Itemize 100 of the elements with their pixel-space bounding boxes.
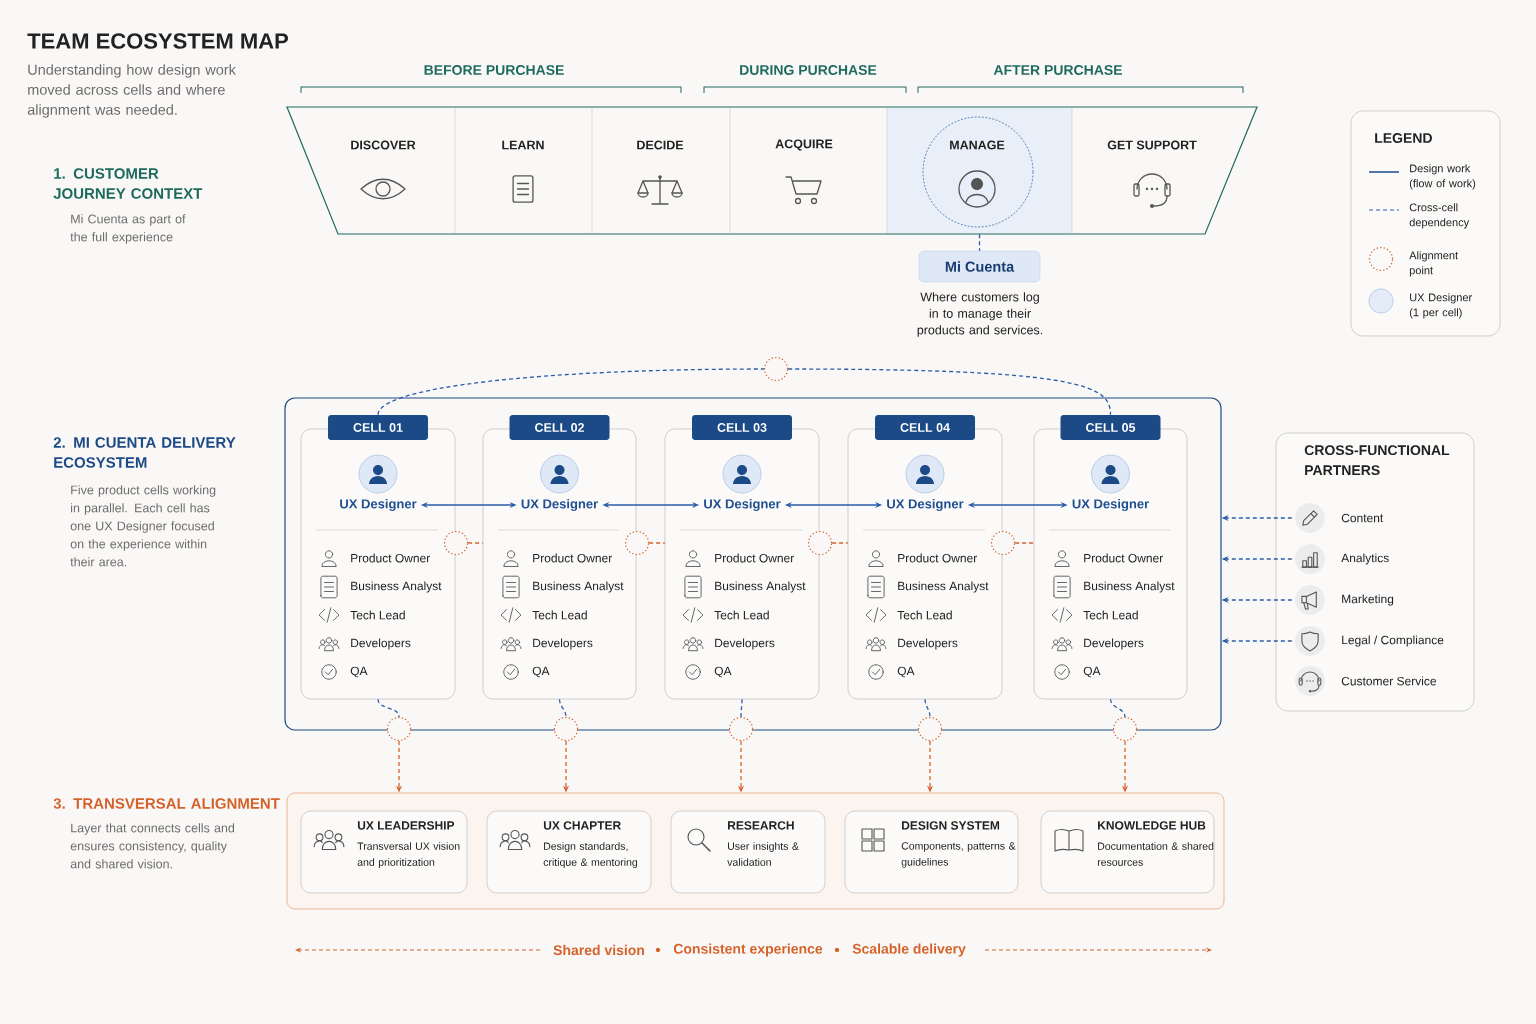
role-label: Product Owner <box>1084 553 1164 563</box>
role-label: Business Analyst <box>351 581 442 593</box>
alignment-point <box>763 356 789 382</box>
role-label: QA <box>1083 666 1101 678</box>
tagline: Scalable delivery <box>852 943 966 957</box>
card-heading: DESIGN SYSTEM <box>902 821 1000 830</box>
role-label: Tech Lead <box>897 610 952 620</box>
role-label: Business Analyst <box>533 581 624 593</box>
phase-heading: DURING PURCHASE <box>740 65 877 75</box>
card-description: Design standards, critique & mentoring <box>543 842 638 868</box>
alignment-point <box>624 530 650 556</box>
alignment-point <box>807 530 833 556</box>
stage-label: ACQUIRE <box>775 139 833 151</box>
card-heading: UX CHAPTER <box>543 821 621 830</box>
designer-label: UX Designer <box>704 498 781 512</box>
designer-label: UX Designer <box>887 498 964 512</box>
card-description: Transversal UX vision and prioritization <box>357 842 460 868</box>
alignment-point <box>728 716 754 742</box>
partner-label: Analytics <box>1341 553 1389 565</box>
designer-label: UX Designer <box>521 498 598 512</box>
cell-badge: CELL 03 <box>692 415 792 440</box>
connector-line <box>558 698 567 718</box>
legend-label: Cross-cell dependency <box>1409 203 1470 229</box>
cell-badge: CELL 04 <box>875 415 975 440</box>
role-label: QA <box>350 666 368 678</box>
stage-label: LEARN <box>502 140 544 150</box>
section-description: Mi Cuenta as part of the full experience <box>70 214 186 244</box>
partner-label: Legal / Compliance <box>1342 635 1444 647</box>
alignment-point <box>553 716 579 742</box>
connector-line <box>924 698 931 718</box>
alignment-point <box>917 716 943 742</box>
tagline: Consistent experience <box>673 943 823 957</box>
card-heading: UX LEADERSHIP <box>357 821 455 830</box>
role-label: Tech Lead <box>1083 610 1138 620</box>
legend-label: UX Designer (1 per cell) <box>1409 293 1472 319</box>
partner-label: Marketing <box>1342 594 1394 606</box>
role-label: Developers <box>533 638 593 650</box>
alignment-point <box>1112 716 1138 742</box>
connector-line <box>740 698 743 718</box>
role-label: Tech Lead <box>532 610 587 620</box>
role-label: Tech Lead <box>350 610 405 620</box>
role-label: Developers <box>351 638 411 650</box>
cell-badge: CELL 01 <box>328 415 428 440</box>
card-heading: RESEARCH <box>728 821 794 830</box>
phase-heading: AFTER PURCHASE <box>993 65 1122 75</box>
title: TEAM ECOSYSTEM MAP <box>27 33 288 49</box>
role-label: Developers <box>898 638 958 650</box>
subtitle: Understanding how design work moved across cells and where alignment was needed. <box>27 64 236 118</box>
connector-line <box>1109 698 1126 718</box>
card-description: Components, patterns & guidelines <box>901 842 1016 868</box>
role-label: Product Owner <box>533 553 613 563</box>
stage-label: DECIDE <box>637 140 684 150</box>
pill-caption: Where customers log in to manage their products and services. <box>917 292 1043 337</box>
stage-label: MANAGE <box>950 140 1005 150</box>
alignment-point <box>386 716 412 742</box>
tagline: Shared vision <box>553 944 645 956</box>
designer-label: UX Designer <box>1072 498 1149 512</box>
connector-line <box>648 542 666 544</box>
connector-line <box>787 368 1112 416</box>
legend-label: Alignment point <box>1409 251 1459 277</box>
section-heading: 2. MI CUENTA DELIVERY ECOSYSTEM <box>53 437 236 468</box>
alignment-point <box>990 530 1016 556</box>
role-label: QA <box>532 666 550 678</box>
connector-line <box>978 233 981 252</box>
cell-badge: CELL 05 <box>1060 415 1161 440</box>
legend-label: Design work (flow of work) <box>1409 164 1476 190</box>
connector-line <box>377 698 400 718</box>
role-label: Product Owner <box>898 553 978 563</box>
phase-heading: BEFORE PURCHASE <box>424 65 564 75</box>
section-description: Five product cells working in parallel. Each cell has one UX Designer focused on the experience within their area. <box>70 485 216 567</box>
alignment-point <box>443 530 469 556</box>
card-description: User insights & validation <box>727 842 799 866</box>
stage-label: DISCOVER <box>351 140 416 150</box>
designer-label: UX Designer <box>340 498 417 512</box>
role-label: QA <box>714 666 732 678</box>
stage-label: GET SUPPORT <box>1107 140 1197 150</box>
section-heading: 3. TRANSVERSAL ALIGNMENT <box>53 798 280 809</box>
panel-heading: CROSS-FUNCTIONAL PARTNERS <box>1304 445 1450 476</box>
connector-line <box>1014 542 1035 544</box>
legend-heading: LEGEND <box>1375 133 1432 143</box>
role-label: Business Analyst <box>715 581 806 593</box>
role-label: Tech Lead <box>714 610 769 620</box>
role-label: Developers <box>715 638 775 650</box>
role-label: Business Analyst <box>1084 581 1175 593</box>
role-label: QA <box>897 666 915 678</box>
card-heading: KNOWLEDGE HUB <box>1098 821 1206 830</box>
role-label: Product Owner <box>351 553 430 563</box>
role-label: Developers <box>1084 638 1144 650</box>
product-pill: Mi Cuenta <box>918 250 1041 283</box>
partner-label: Content <box>1341 513 1384 523</box>
section-description: Layer that connects cells and ensures consistency, quality and shared vision. <box>70 823 235 869</box>
connector-line <box>831 542 849 544</box>
connector-line <box>377 368 765 416</box>
card-description: Documentation & shared resources <box>1097 842 1214 866</box>
role-label: Product Owner <box>715 553 795 563</box>
section-heading: 1. CUSTOMER JOURNEY CONTEXT <box>53 168 203 199</box>
connector-line <box>467 542 484 544</box>
partner-label: Customer Service <box>1341 676 1436 686</box>
cell-badge: CELL 02 <box>509 415 610 440</box>
role-label: Business Analyst <box>898 581 989 593</box>
